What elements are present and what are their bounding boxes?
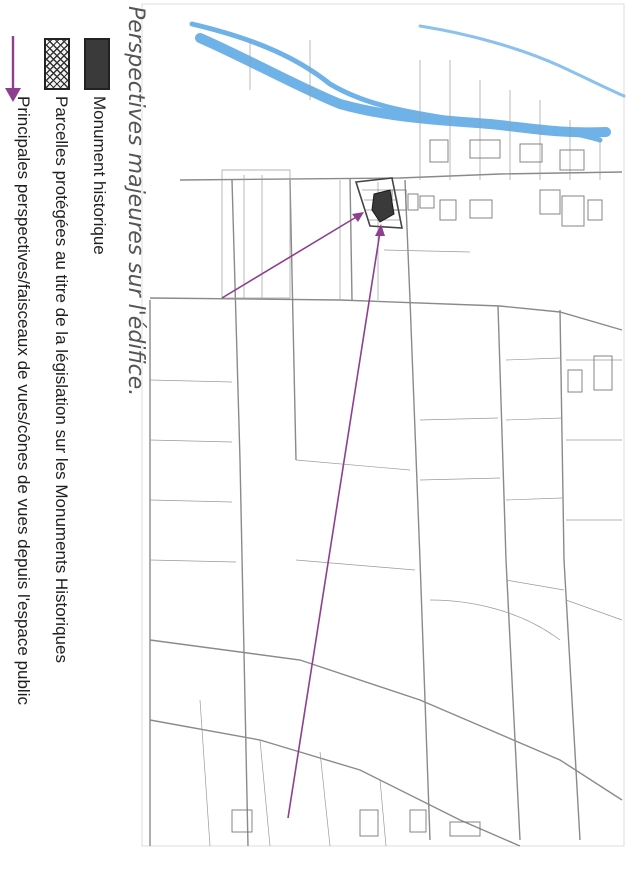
river-branch bbox=[418, 24, 626, 98]
monument-legend-icon bbox=[84, 38, 110, 90]
parcels bbox=[149, 40, 623, 847]
roads bbox=[149, 171, 623, 847]
legend-label-views: Principales perspectives/faisceaux de vu… bbox=[14, 96, 33, 705]
hatched-parcel-legend-icon bbox=[44, 38, 70, 90]
legend-label-monument: Monument historique bbox=[90, 96, 109, 255]
monument-building bbox=[371, 189, 395, 223]
river-upper bbox=[189, 21, 603, 143]
river-main bbox=[195, 33, 611, 138]
page-title: Perspectives majeures sur l'édifice. bbox=[123, 6, 148, 397]
map-frame bbox=[141, 3, 625, 847]
buildings bbox=[231, 139, 613, 837]
legend-label-parcels: Parcelles protégées au titre de la légis… bbox=[52, 96, 71, 663]
perspective-arrow-legend-icon bbox=[5, 36, 21, 102]
perspective-arrows bbox=[221, 212, 385, 819]
